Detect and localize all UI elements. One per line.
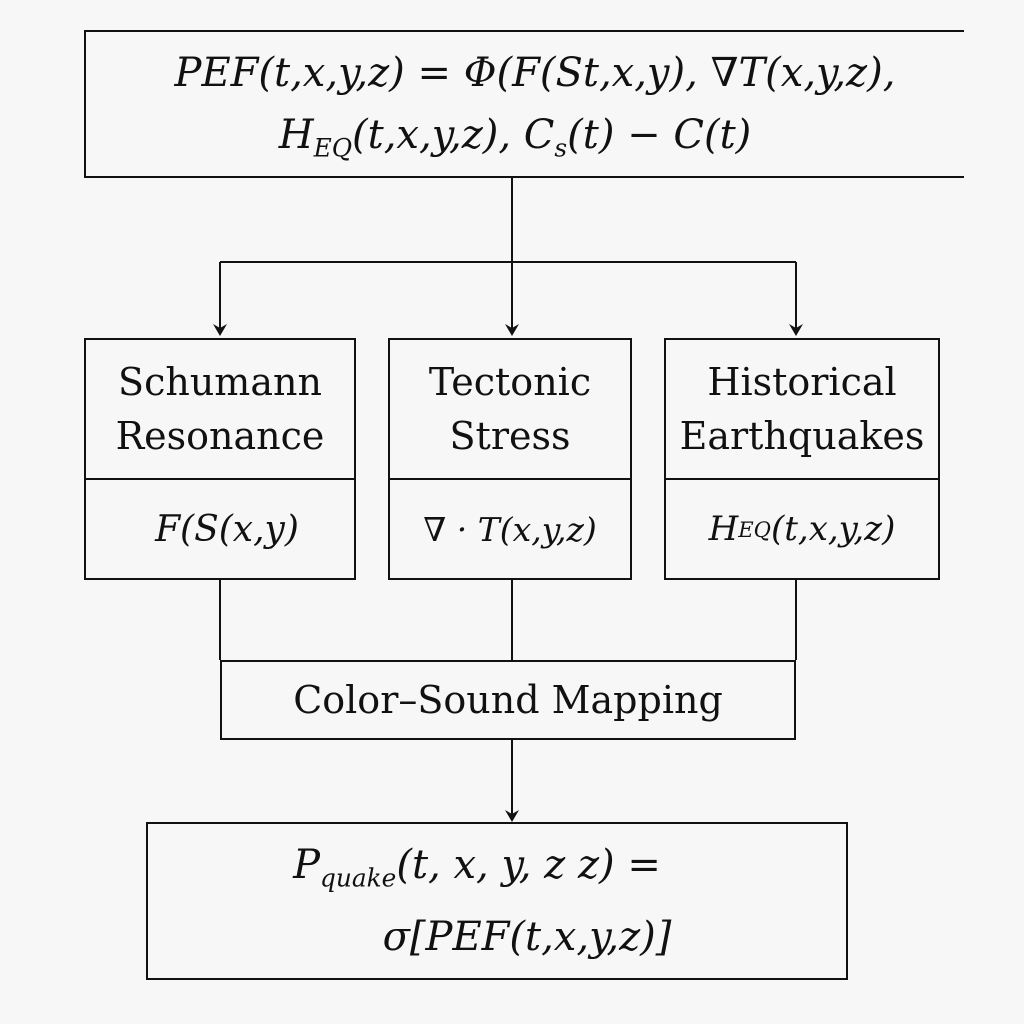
schumann-resonance-title: Schumann Resonance xyxy=(86,340,354,480)
tectonic-formula: ∇ · T(x,y,z) xyxy=(390,480,630,578)
output-formula-line2: σ[PEF(t,x,y,z)] xyxy=(382,914,672,960)
tectonic-title-line1: Tectonic xyxy=(428,360,592,404)
historical-formula-sub: EQ xyxy=(738,516,771,542)
schumann-resonance-box: Schumann Resonance F(S(x,y) xyxy=(84,338,356,580)
top-formula-line1: PEF(t,x,y,z) = Φ(F(St,x,y), ∇T(x,y,z), xyxy=(174,50,896,96)
output-formula-line1: Pquake(t, x, y, z z) = xyxy=(108,842,846,893)
tectonic-formula-text: ∇ · T(x,y,z) xyxy=(423,509,597,549)
schumann-title-line2: Resonance xyxy=(115,414,325,458)
color-sound-mapping-box: Color–Sound Mapping xyxy=(220,660,796,740)
historical-title-line1: Historical xyxy=(707,360,897,404)
historical-formula-rest: (t,x,y,z) xyxy=(770,509,896,549)
hist-term-sub: EQ xyxy=(313,133,353,163)
historical-earthquakes-title: Historical Earthquakes xyxy=(666,340,938,480)
output-p-sub: quake xyxy=(320,863,397,893)
hist-term-h: H xyxy=(278,112,314,158)
tectonic-stress-box: Tectonic Stress ∇ · T(x,y,z) xyxy=(388,338,632,580)
output-probability-box: Pquake(t, x, y, z z) = σ[PEF(t,x,y,z)] xyxy=(146,822,848,980)
output-p-symbol: P xyxy=(293,842,321,888)
historical-title-line2: Earthquakes xyxy=(679,414,925,458)
historical-formula-h: H xyxy=(708,509,739,549)
output-line1-rest: (t, x, y, z z) = xyxy=(396,842,661,888)
tectonic-stress-title: Tectonic Stress xyxy=(390,340,630,480)
top-formula-line2-middle: (t,x,y,z), C xyxy=(352,112,555,158)
top-formula-line2: HEQ(t,x,y,z), Cs(t) − C(t) xyxy=(66,112,964,163)
cs-term-sub: s xyxy=(554,133,568,163)
top-formula-line2-end: (t) − C(t) xyxy=(567,112,752,158)
schumann-formula: F(S(x,y) xyxy=(86,480,354,578)
schumann-title-line1: Schumann xyxy=(118,360,322,404)
color-sound-mapping-label: Color–Sound Mapping xyxy=(293,678,723,722)
tectonic-title-line2: Stress xyxy=(449,414,571,458)
top-formula-box: PEF(t,x,y,z) = Φ(F(St,x,y), ∇T(x,y,z), H… xyxy=(84,30,964,178)
schumann-formula-text: F(S(x,y) xyxy=(155,508,299,550)
